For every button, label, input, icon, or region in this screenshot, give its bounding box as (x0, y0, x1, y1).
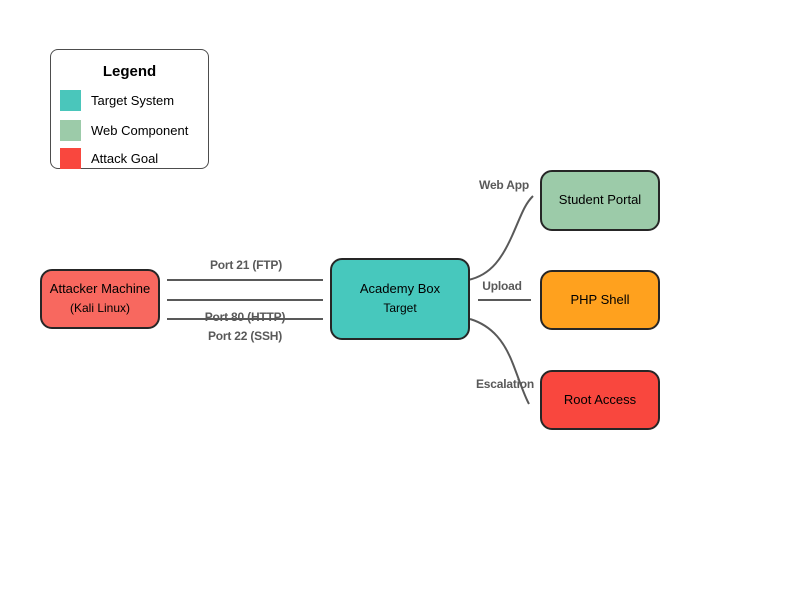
node-root-access[interactable]: Root Access (540, 370, 660, 430)
legend-swatch-web-component (60, 120, 81, 141)
node-label: Attacker Machine (49, 281, 151, 297)
node-sublabel: (Kali Linux) (69, 301, 131, 316)
edge-label-port-22-ssh: Port 22 (SSH) (207, 329, 283, 343)
edge-label-web-app: Web App (479, 178, 529, 192)
edge-escalation-curve (469, 318, 530, 405)
node-label: Academy Box (359, 281, 441, 297)
legend-item-label: Attack Goal (91, 151, 159, 166)
edge-label-upload: Upload (482, 279, 522, 293)
legend-title: Legend (102, 63, 157, 80)
node-academy-box[interactable]: Academy Box Target (330, 258, 470, 340)
legend-swatch-attack-goal (60, 148, 81, 169)
node-label: Student Portal (558, 192, 642, 208)
edge-label-escalation: Escalation (475, 377, 535, 391)
node-label: PHP Shell (570, 291, 630, 307)
node-sublabel: Target (383, 301, 417, 316)
legend-item-web-component: Web Component (60, 120, 188, 141)
legend-item-label: Target System (91, 93, 175, 108)
node-php-shell[interactable]: PHP Shell (540, 270, 660, 330)
legend-swatch-target-system (60, 90, 81, 111)
edge-label-port-80-http: Port 80 (HTTP) (204, 310, 286, 324)
node-student-portal[interactable]: Student Portal (540, 170, 660, 231)
legend[interactable]: Legend Target System Web Component Attac… (50, 49, 209, 169)
edge-label-port-21-ftp: Port 21 (FTP) (209, 258, 283, 272)
legend-item-attack-goal: Attack Goal (60, 148, 158, 169)
node-attacker-machine[interactable]: Attacker Machine (Kali Linux) (40, 269, 160, 329)
edge-web-app-curve (467, 195, 534, 281)
node-label: Root Access (563, 391, 637, 407)
legend-item-label: Web Component (91, 123, 189, 138)
legend-item-target-system: Target System (60, 90, 174, 111)
